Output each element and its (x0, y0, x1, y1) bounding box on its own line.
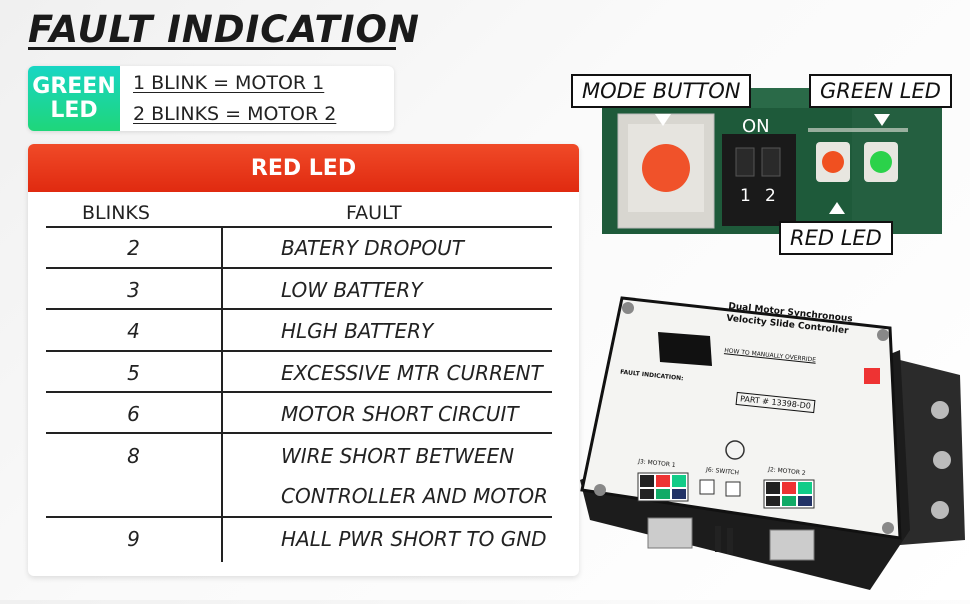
blinks-cell: 6 (127, 402, 140, 426)
fault-cell: BATERY DROPOUT (281, 236, 464, 260)
table-divider (46, 516, 552, 518)
green-led-badge-line2: LED (50, 97, 98, 123)
table-divider (46, 350, 552, 352)
page-title: FAULT INDICATION (28, 8, 420, 51)
fault-cell: HLGH BATTERY (281, 319, 434, 343)
fault-cell: EXCESSIVE MTR CURRENT (281, 361, 543, 385)
green-led-badge: GREEN LED (28, 66, 120, 131)
table-divider (46, 308, 552, 310)
blinks-cell: 4 (127, 319, 140, 343)
title-underline (28, 47, 396, 50)
green-led-legend: GREEN LED 1 BLINK = MOTOR 1 2 BLINKS = M… (28, 66, 394, 131)
blinks-cell: 8 (127, 444, 140, 468)
mode-button-callout: MODE BUTTON (571, 74, 752, 108)
column-header-fault: FAULT (346, 202, 402, 224)
switch-on-label: ON (742, 116, 770, 137)
column-header-blinks: BLINKS (82, 202, 150, 224)
red-led-table-header: RED LED (28, 144, 579, 192)
switch-1-label: 1 (740, 186, 751, 206)
pcb-illustration (602, 88, 942, 234)
switch-2-label: 2 (765, 186, 776, 206)
blinks-cell: 2 (127, 236, 140, 260)
table-divider (46, 226, 552, 228)
fault-cell-continued: CONTROLLER AND MOTOR (281, 484, 548, 508)
controller-illustration (580, 296, 965, 590)
fault-cell: HALL PWR SHORT TO GND (281, 527, 547, 551)
blinks-cell: 3 (127, 278, 140, 302)
red-led-callout: RED LED (779, 221, 893, 255)
green-led-line-1: 1 BLINK = MOTOR 1 (133, 72, 325, 94)
fault-cell: LOW BATTERY (281, 278, 423, 302)
table-divider (46, 267, 552, 269)
green-led-pointer (874, 114, 890, 126)
green-led-callout: GREEN LED (809, 74, 952, 108)
fault-cell: MOTOR SHORT CIRCUIT (281, 402, 519, 426)
green-led-badge-line1: GREEN (32, 73, 116, 99)
mode-button-pointer (655, 114, 671, 126)
pcb-photo: ON 1 2 (602, 88, 942, 234)
red-led-pointer (829, 202, 845, 214)
controller-photo: Dual Motor Synchronous Velocity Slide Co… (570, 290, 970, 600)
table-column-divider (221, 228, 223, 562)
fault-cell: WIRE SHORT BETWEEN (281, 444, 515, 468)
mode-button-cap (642, 144, 690, 192)
red-led-table: RED LED BLINKS FAULT 2 BATERY DROPOUT 3 … (28, 144, 579, 576)
blinks-cell: 5 (127, 361, 140, 385)
table-divider (46, 432, 552, 434)
green-led-line-2: 2 BLINKS = MOTOR 2 (133, 103, 337, 125)
table-divider (46, 391, 552, 393)
blinks-cell: 9 (127, 527, 140, 551)
